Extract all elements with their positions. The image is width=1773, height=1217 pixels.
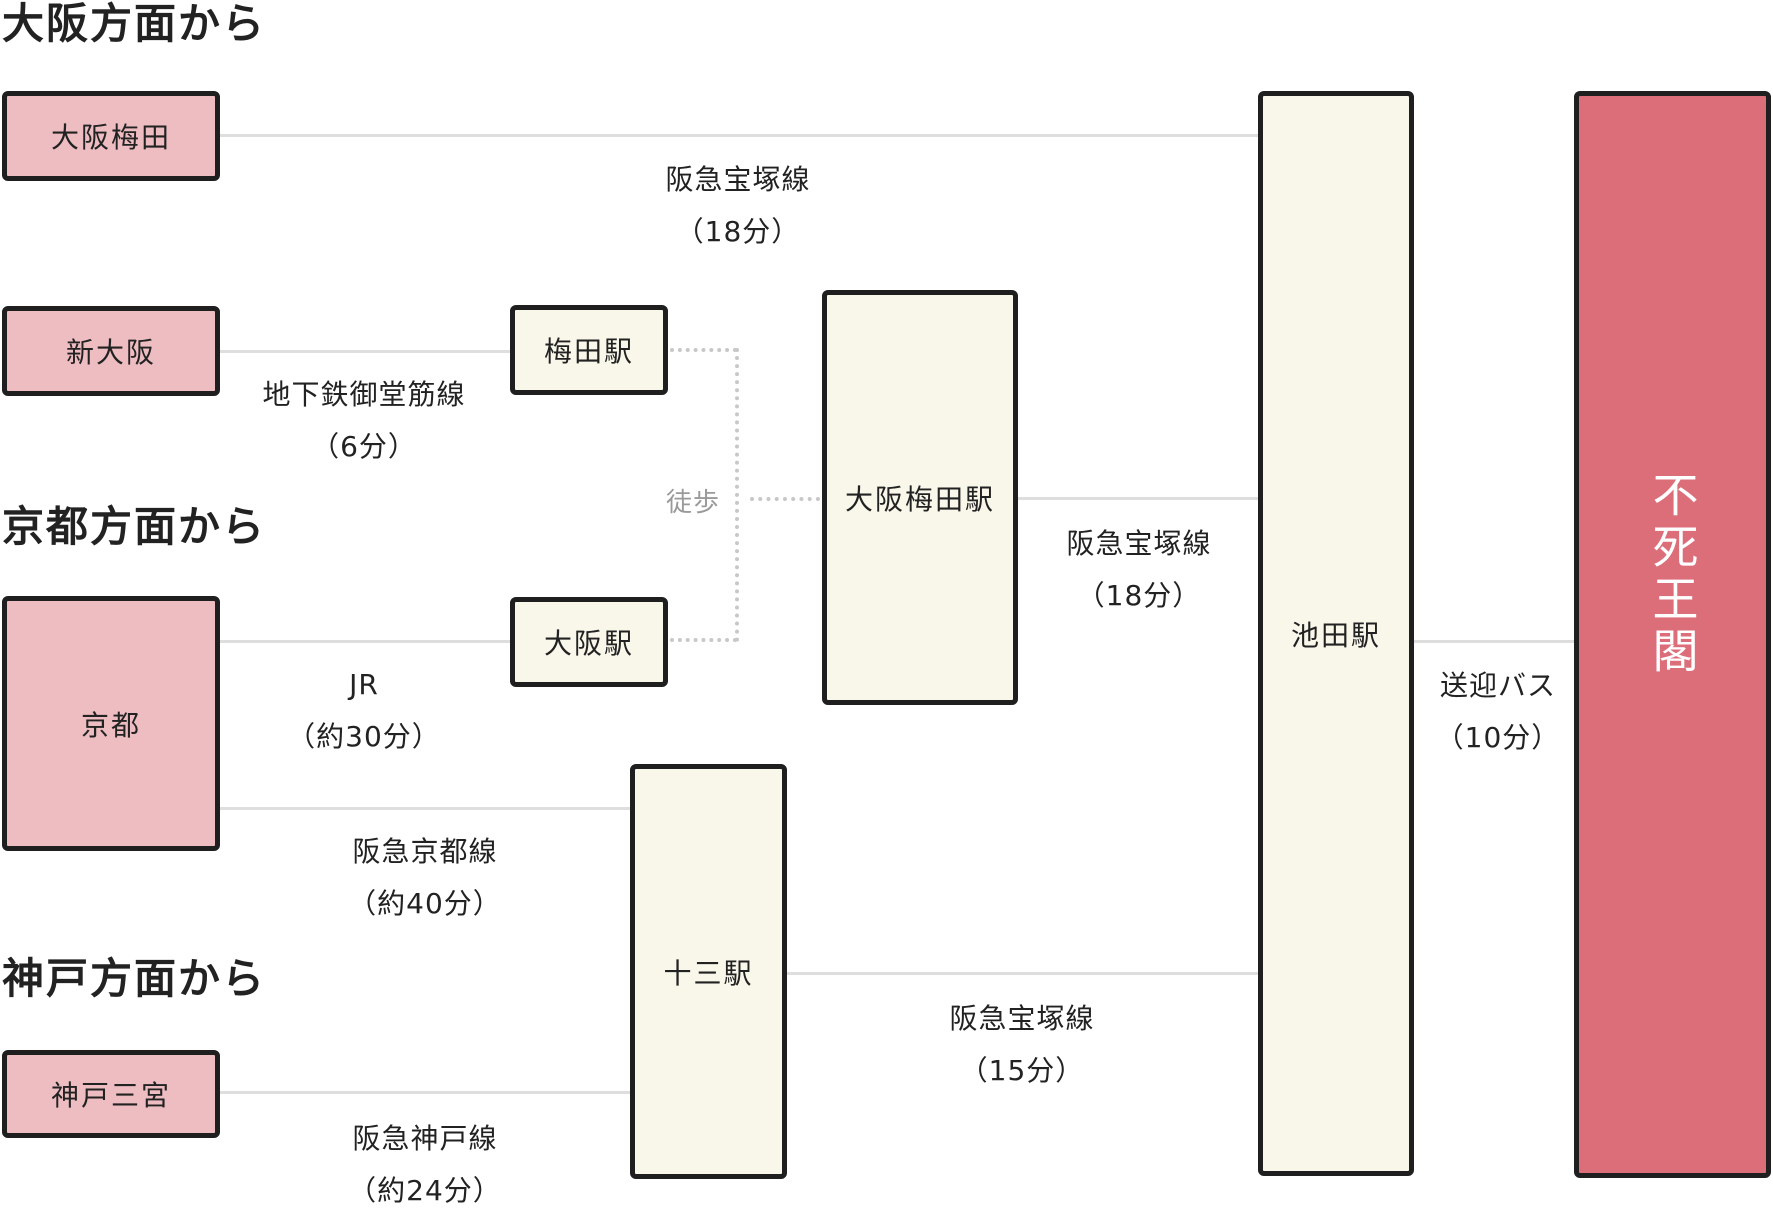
destination-fushiokaku: 不死王閣 bbox=[1574, 91, 1771, 1178]
connector-umeda-ikeda bbox=[218, 134, 1260, 137]
walk-path-osaka bbox=[670, 638, 737, 642]
heading-from-osaka: 大阪方面から bbox=[2, 0, 267, 48]
walk-path-vertical bbox=[735, 348, 739, 642]
station-osaka-label: 大阪駅 bbox=[543, 627, 634, 660]
station-juso-label: 十三駅 bbox=[663, 956, 754, 990]
origin-kobe-sannomiya: 神戸三宮 bbox=[2, 1050, 220, 1138]
station-umeda-label: 梅田駅 bbox=[543, 335, 634, 368]
walk-path-to-osakaumeda bbox=[750, 497, 820, 501]
connector-ikeda-destination bbox=[1412, 640, 1574, 643]
connector-kyoto-juso bbox=[218, 807, 631, 810]
route-osakaumeda-ikeda-time: （18分） bbox=[1076, 579, 1202, 612]
route-umeda-ikeda-time: （18分） bbox=[675, 215, 801, 248]
route-umeda-ikeda-line: 阪急宝塚線 bbox=[665, 163, 811, 196]
route-kyoto-line-name: 阪急京都線 bbox=[352, 835, 498, 868]
route-juso-ikeda-time: （15分） bbox=[959, 1054, 1085, 1087]
station-ikeda: 池田駅 bbox=[1258, 91, 1414, 1176]
connector-kobe-juso bbox=[218, 1091, 631, 1094]
route-kobe-line-name: 阪急神戸線 bbox=[352, 1122, 498, 1155]
origin-kyoto: 京都 bbox=[2, 596, 220, 851]
route-juso-ikeda-line: 阪急宝塚線 bbox=[949, 1002, 1095, 1035]
station-ikeda-label: 池田駅 bbox=[1290, 618, 1381, 652]
origin-kyoto-label: 京都 bbox=[80, 708, 141, 742]
route-umeda-ikeda: 阪急宝塚線 （18分） bbox=[665, 154, 810, 258]
route-juso-ikeda: 阪急宝塚線 （15分） bbox=[949, 993, 1094, 1097]
route-bus: 送迎バス （10分） bbox=[1436, 660, 1561, 764]
connector-kyoto-osaka bbox=[218, 640, 510, 643]
route-midosuji-time: （6分） bbox=[311, 430, 417, 463]
station-osaka-umeda: 大阪梅田駅 bbox=[822, 290, 1018, 705]
connector-juso-ikeda bbox=[787, 972, 1260, 975]
route-midosuji: 地下鉄御堂筋線 （6分） bbox=[262, 369, 465, 473]
origin-osaka-umeda-label: 大阪梅田 bbox=[50, 121, 171, 154]
route-osakaumeda-ikeda-line: 阪急宝塚線 bbox=[1066, 527, 1212, 560]
route-kobe-line-time: （約24分） bbox=[348, 1174, 502, 1207]
walk-path-umeda bbox=[670, 348, 737, 352]
heading-from-kobe: 神戸方面から bbox=[2, 954, 267, 1003]
route-kyoto-line-time: （約40分） bbox=[348, 887, 502, 920]
route-jr-time: （約30分） bbox=[287, 720, 441, 753]
connector-shinosaka-umeda bbox=[218, 350, 510, 353]
route-kyoto-line: 阪急京都線 （約40分） bbox=[348, 826, 502, 930]
heading-from-kyoto: 京都方面から bbox=[2, 502, 267, 551]
route-bus-time: （10分） bbox=[1435, 721, 1561, 754]
destination-label: 不死王閣 bbox=[1645, 470, 1700, 679]
route-kobe-line: 阪急神戸線 （約24分） bbox=[348, 1113, 502, 1217]
route-jr: JR （約30分） bbox=[287, 659, 441, 763]
station-juso: 十三駅 bbox=[630, 764, 787, 1179]
route-jr-line: JR bbox=[349, 668, 379, 701]
origin-shin-osaka-label: 新大阪 bbox=[65, 336, 156, 369]
origin-kobe-sannomiya-label: 神戸三宮 bbox=[50, 1079, 171, 1112]
walk-label: 徒歩 bbox=[665, 488, 721, 518]
origin-shin-osaka: 新大阪 bbox=[2, 306, 220, 396]
origin-osaka-umeda: 大阪梅田 bbox=[2, 91, 220, 181]
station-umeda: 梅田駅 bbox=[510, 305, 668, 395]
route-midosuji-line: 地下鉄御堂筋線 bbox=[262, 378, 466, 411]
station-osaka: 大阪駅 bbox=[510, 597, 668, 687]
route-osakaumeda-ikeda: 阪急宝塚線 （18分） bbox=[1066, 518, 1211, 622]
connector-osakaumeda-ikeda bbox=[1018, 497, 1260, 500]
station-osaka-umeda-label: 大阪梅田駅 bbox=[844, 482, 995, 516]
route-bus-line: 送迎バス bbox=[1439, 669, 1557, 702]
